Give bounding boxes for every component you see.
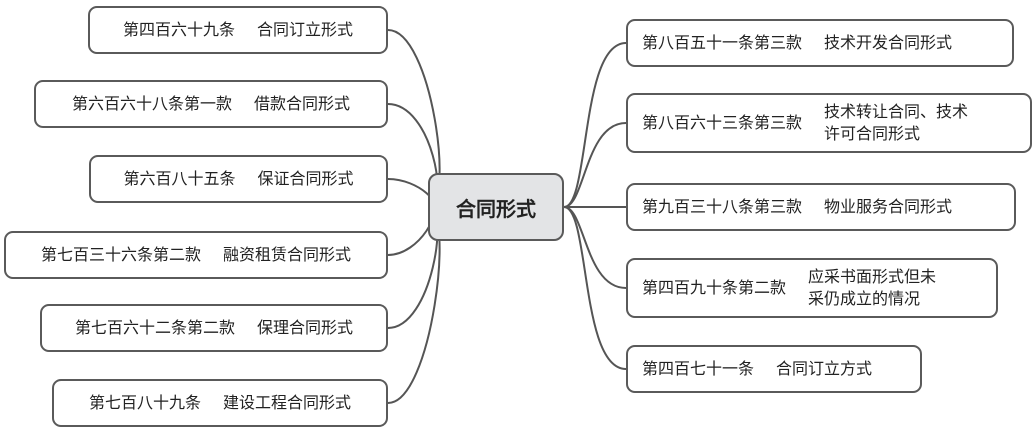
branch-node: 第七百三十六条第二款 融资租赁合同形式 [4,231,388,279]
article-number: 第九百三十八条第三款 [642,197,803,216]
topic-label: 保证合同形式 [257,169,354,188]
article-number: 第七百六十二条第二款 [74,318,235,337]
topic-line: 物业服务合同形式 [824,197,953,216]
topic-label: 保理合同形式 [257,318,354,337]
topic-line: 合同订立方式 [776,359,873,378]
branch-node: 第六百八十五条 保证合同形式 [89,155,388,203]
article-number: 第六百六十八条第一款 [71,94,232,113]
topic-label: 合同订立形式 [257,20,354,39]
branch-node: 第九百三十八条第三款 物业服务合同形式 [626,183,1016,231]
branch-node: 第四百六十九条 合同订立形式 [88,6,388,54]
topic-label: 建设工程合同形式 [223,393,352,412]
topic-label: 合同订立方式 [776,358,872,380]
article-number: 第四百九十条第二款 [642,278,787,297]
branch-node: 第四百七十一条 合同订立方式 [626,345,922,393]
topic-label: 技术转让合同、技术许可合同形式 [824,101,968,145]
article-number: 第七百三十六条第二款 [40,245,201,264]
article-number: 第四百六十九条 [122,20,235,39]
topic-line: 应采书面形式但未 [808,267,937,286]
article-number: 第八百五十一条第三款 [642,33,803,52]
topic-label: 应采书面形式但未采仍成立的情况 [808,266,936,310]
topic-line: 技术转让合同、技术 [824,102,969,121]
topic-line: 许可合同形式 [824,124,921,143]
branch-node: 第四百九十条第二款 应采书面形式但未采仍成立的情况 [626,258,998,318]
article-number: 第八百六十三条第三款 [642,113,803,132]
connector-right-2 [563,122,627,208]
topic-label: 借款合同形式 [254,94,351,113]
article-number: 第七百八十九条 [88,393,201,412]
connector-right-5 [563,206,627,370]
topic-line: 采仍成立的情况 [808,289,921,308]
connector-right-4 [563,206,627,289]
article-number: 第六百八十五条 [123,169,236,188]
branch-node: 第七百六十二条第二款 保理合同形式 [40,304,388,352]
central-topic: 合同形式 [428,173,564,241]
central-topic-label: 合同形式 [456,196,536,221]
branch-node: 第八百六十三条第三款 技术转让合同、技术许可合同形式 [626,93,1032,153]
connector-right-1 [563,42,627,208]
topic-line: 技术开发合同形式 [824,33,953,52]
connector-left-4 [387,206,435,256]
branch-node: 第六百六十八条第一款 借款合同形式 [34,80,388,128]
topic-label: 技术开发合同形式 [824,32,952,54]
topic-label: 融资租赁合同形式 [223,245,352,264]
connector-left-3 [387,178,435,208]
article-number: 第四百七十一条 [642,359,755,378]
branch-node: 第八百五十一条第三款 技术开发合同形式 [626,19,1014,67]
topic-label: 物业服务合同形式 [824,196,952,218]
branch-node: 第七百八十九条 建设工程合同形式 [52,379,388,427]
